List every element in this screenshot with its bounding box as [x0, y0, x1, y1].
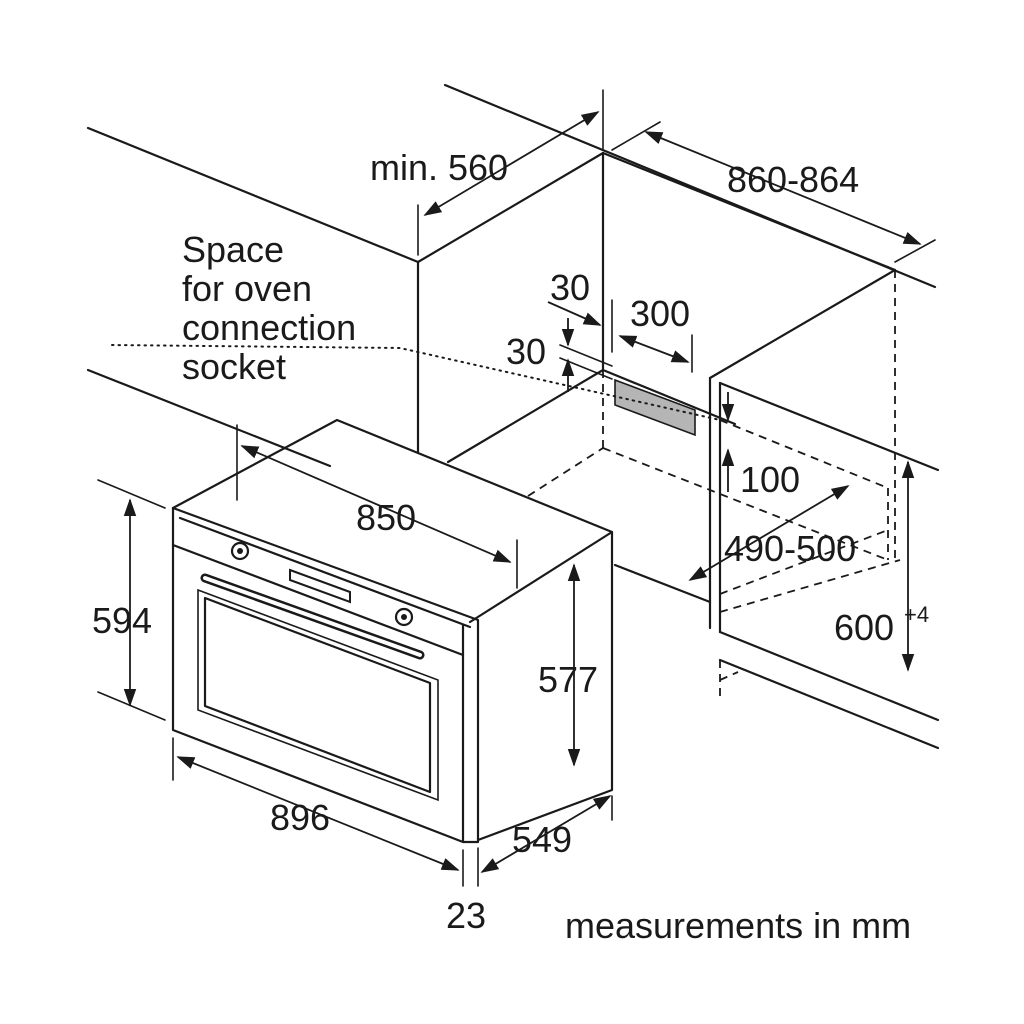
niche-right-plinth [718, 658, 940, 750]
hidden-shelf-front-2 [719, 559, 901, 613]
ext-594-a [97, 479, 166, 509]
label-490-500: 490-500 [724, 528, 856, 569]
right-knob [394, 607, 414, 627]
right-knob-center [401, 614, 407, 620]
ext-594-b [97, 691, 166, 721]
display-panel [289, 568, 351, 604]
dimension-lines [97, 89, 936, 887]
niche-floor-front [613, 563, 712, 604]
oven-front-outline [171, 506, 465, 844]
label-socket-line3: connection [182, 307, 356, 348]
dim-300 [618, 335, 690, 363]
niche-right-side-bottom [718, 630, 940, 722]
label-549: 549 [512, 819, 572, 860]
hidden-plinth-edge [719, 671, 739, 681]
socket-leader-dotted [111, 344, 721, 421]
labels: min. 560 860-864 Space for oven connecti… [92, 147, 929, 946]
niche-floor-back [601, 368, 737, 426]
label-socket-line1: Space [182, 229, 284, 270]
dim-896 [176, 756, 460, 871]
label-896: 896 [270, 797, 330, 838]
label-600: 600 [834, 607, 894, 648]
label-23: 23 [446, 895, 486, 936]
label-30-side: 30 [506, 331, 546, 372]
label-socket-line4: socket [182, 346, 286, 387]
cabinet-top-left-edge [86, 126, 420, 264]
dim-850 [240, 445, 512, 563]
ext-860-a [611, 121, 661, 151]
dim-860-864 [644, 131, 922, 245]
units-note: measurements in mm [565, 905, 911, 946]
label-100: 100 [740, 459, 800, 500]
label-300: 300 [630, 293, 690, 334]
ext-860-b [894, 239, 936, 263]
socket-area [614, 378, 696, 437]
label-577: 577 [538, 659, 598, 700]
label-600-tolerance: +4 [904, 602, 929, 627]
label-min-560: min. 560 [370, 147, 508, 188]
dim-30-top-a [547, 301, 602, 326]
dim-min-560 [423, 111, 600, 216]
left-knob-center [237, 548, 243, 554]
door-window [203, 596, 432, 794]
oven [171, 418, 614, 844]
niche-floor-left [446, 368, 605, 464]
hidden-shelf-left [527, 447, 604, 497]
label-socket-line2: for oven [182, 268, 312, 309]
niche-right-side-top [718, 381, 940, 472]
label-30-top: 30 [550, 267, 590, 308]
hidden-shelf-top [719, 419, 889, 489]
ext-30-side-a [559, 344, 613, 367]
dim-549 [480, 795, 612, 873]
label-850: 850 [356, 497, 416, 538]
oven-handle-highlight [203, 576, 422, 657]
label-860-864: 860-864 [727, 159, 859, 200]
oven-front-top-inner [178, 516, 472, 629]
oven-front-top [171, 506, 480, 844]
dim-490-500 [688, 485, 850, 581]
label-594: 594 [92, 600, 152, 641]
niche-right-top [708, 268, 897, 380]
control-panel-line [171, 543, 465, 657]
